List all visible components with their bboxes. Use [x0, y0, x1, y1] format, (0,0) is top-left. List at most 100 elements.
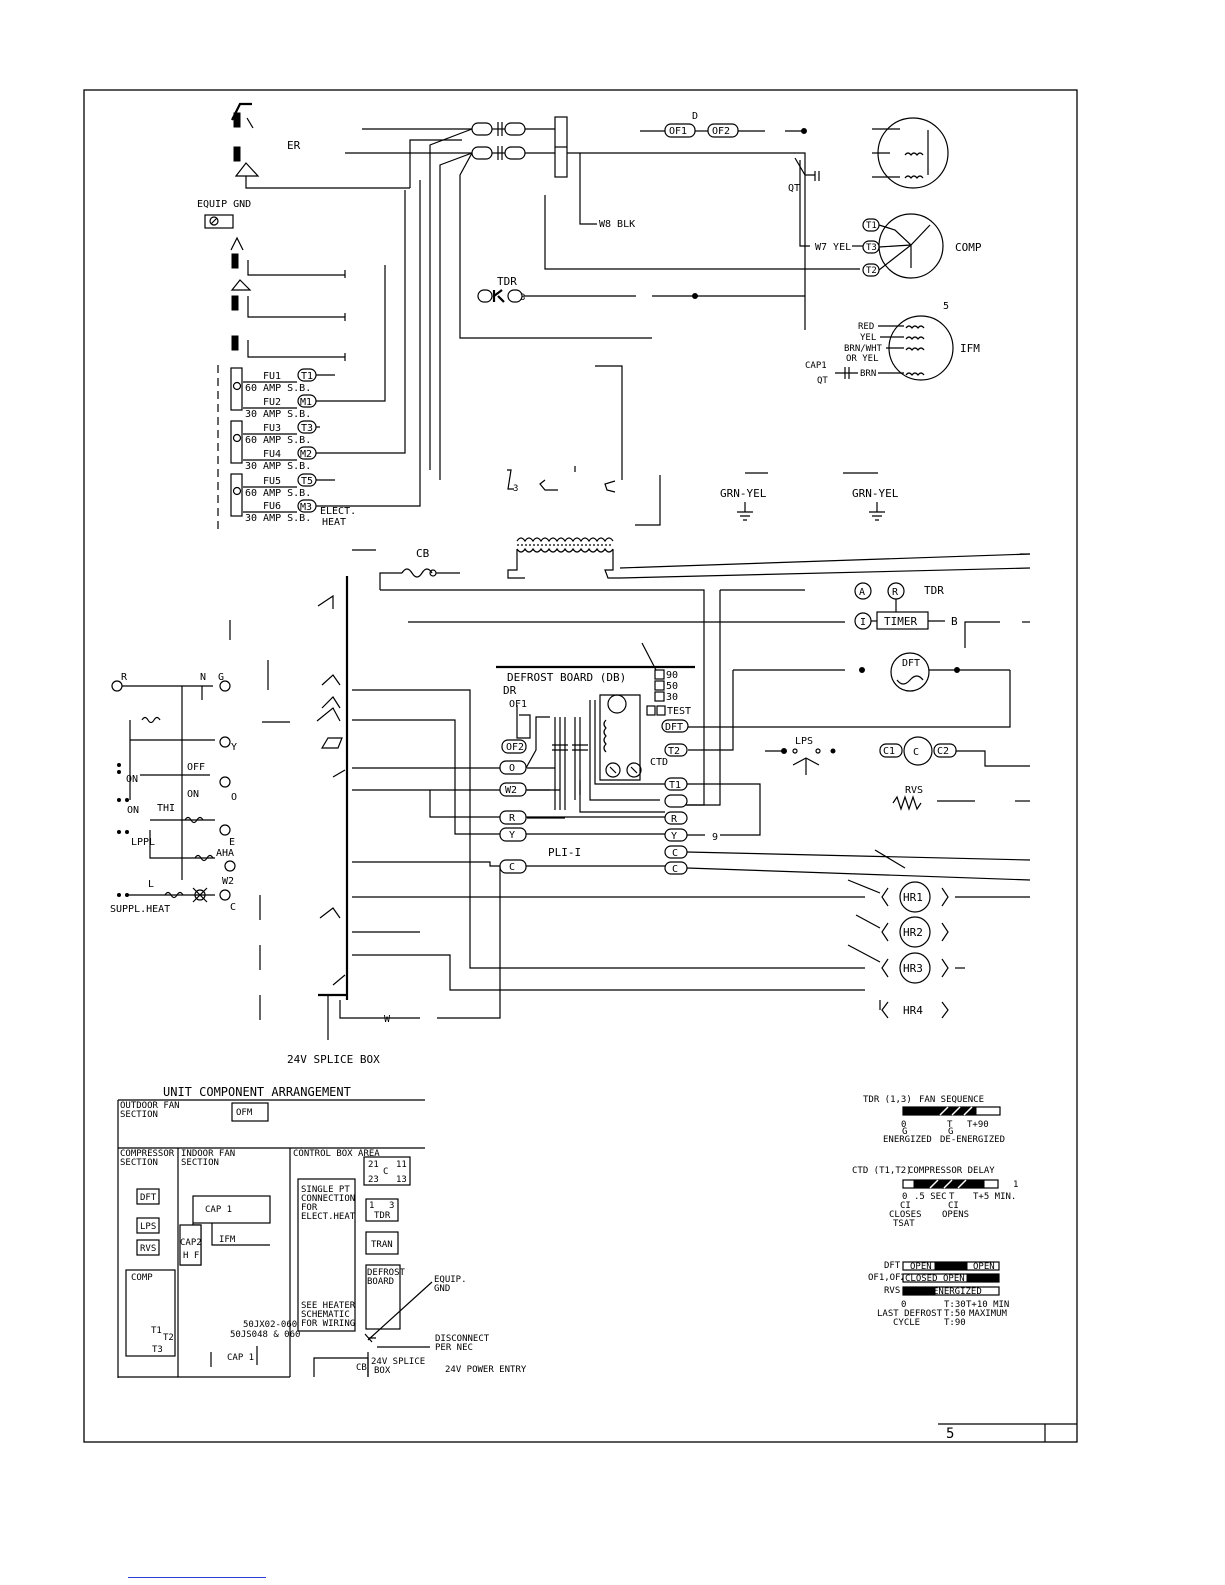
arr-splice-2: BOX: [374, 1366, 391, 1376]
dft-terminal: DFT: [665, 722, 683, 733]
arr-defrost-2: BOARD: [367, 1277, 394, 1287]
arr-c-11: 11: [396, 1160, 407, 1170]
ctd-t5: T+5 MIN.: [973, 1192, 1016, 1202]
suppl-heat-label: SUPPL.HEAT: [110, 904, 170, 915]
rvs-label: RVS: [905, 785, 923, 796]
right-components: LPS C C1 C2 RVS HR1 HR2 HR3 HR4: [765, 736, 1030, 1019]
arr-splice-1: 24V SPLICE: [371, 1357, 425, 1367]
tdr-t: T: [947, 1120, 953, 1130]
ctd-t: T: [949, 1192, 955, 1202]
indoor-section-label: SECTION: [181, 1158, 219, 1168]
tdr-timing-title: TDR (1,3): [863, 1095, 912, 1105]
dr-label: DR: [503, 684, 517, 697]
defrost-thermostat: [890, 652, 930, 692]
ctd-label: CTD: [650, 757, 668, 768]
fu6-label: FU6: [263, 501, 281, 512]
arr-t1: T1: [151, 1326, 162, 1336]
pli-label: PLI-I: [548, 846, 581, 859]
power-terminal-block: ER EQUIP GND: [197, 102, 410, 361]
of1-board: OF1: [509, 699, 527, 710]
outdoor-fan-label: OUTDOOR FAN: [120, 1101, 180, 1111]
term-r: R: [509, 813, 516, 824]
arr-tdr: TDR: [374, 1211, 391, 1221]
thi-label: THI: [157, 803, 175, 814]
tdr-b: B: [951, 615, 958, 628]
of2-board: OF2: [506, 742, 524, 753]
t2-board: T2: [668, 746, 680, 757]
ctd-sec: .5 SEC: [914, 1192, 947, 1202]
elect-label: ELECT.: [320, 506, 356, 517]
speed-30: 30: [666, 692, 678, 703]
arr-t3: T3: [152, 1345, 163, 1355]
dft-bar-closed: [934, 1261, 968, 1271]
tdr-g1: G: [902, 1127, 907, 1137]
footer-link-underline[interactable]: [128, 1577, 266, 1578]
hr1-label: HR1: [903, 891, 923, 904]
heat-label: HEAT: [322, 517, 346, 528]
lps-label: LPS: [795, 736, 813, 747]
tdr-a: A: [859, 587, 865, 598]
tdr-g2: G: [948, 1127, 953, 1137]
thermo-o: O: [231, 792, 237, 803]
tdr-deenergized: DE-ENERGIZED: [940, 1135, 1005, 1145]
wire-brnwht: BRN/WHT: [844, 344, 883, 354]
amp-30-label: 30 AMP S.B.: [245, 513, 311, 524]
indoor-fan-label: INDOOR FAN: [181, 1149, 235, 1159]
contactor-c: W8 BLK: [345, 116, 860, 480]
tdr-i: I: [860, 617, 866, 628]
control-box-label: CONTROL BOX AREA: [293, 1149, 380, 1159]
splice-connectors: [229, 620, 347, 1040]
arr-cap1-bottom: CAP 1: [227, 1353, 254, 1363]
thermostat: R N G Y OFF ON O ON ON THI E LPPL AHA W2…: [110, 672, 237, 915]
timing-charts: TDR (1,3) FAN SEQUENCE 0 T T+90 G G ENER…: [852, 1095, 1018, 1328]
terminal-t1: T1: [301, 371, 313, 382]
tdr-r: R: [892, 587, 899, 598]
amp-30-label: 30 AMP S.B.: [245, 461, 311, 472]
y-board: Y: [671, 831, 677, 842]
of1-label: OF1: [669, 126, 687, 137]
arr-single-1: SINGLE PT: [301, 1185, 350, 1195]
fuse-block: FU1 60 AMP S.B. FU2 30 AMP S.B. FU3 60 A…: [217, 180, 421, 530]
arr-ifm: IFM: [219, 1235, 236, 1245]
nine-label: 9: [712, 832, 718, 843]
transformer: [507, 537, 620, 579]
of-bar-open: [966, 1273, 1000, 1283]
arr-equip-2: GND: [434, 1284, 450, 1294]
arr-t2: T2: [163, 1333, 174, 1343]
defrost-board: DEFROST BOARD (DB) DR OF1 OF2 90 50 30 T…: [496, 642, 718, 875]
arr-comp: COMP: [131, 1273, 153, 1283]
arr-see-3: FOR WIRING: [301, 1319, 355, 1329]
unit-component-arrangement: UNIT COMPONENT ARRANGEMENT OUTDOOR FAN S…: [117, 1085, 527, 1378]
hr4-label: HR4: [903, 1004, 923, 1017]
arr-c-21: 21: [368, 1160, 379, 1170]
fu5-label: FU5: [263, 476, 281, 487]
thermo-c: C: [230, 902, 236, 913]
c-coil: C: [913, 747, 919, 758]
terminal-m1: M1: [300, 397, 312, 408]
rvs-t30: T:30: [944, 1300, 966, 1310]
arr-rvs: RVS: [140, 1244, 156, 1254]
grn-yel-1: GRN-YEL: [720, 487, 767, 500]
arr-hf: H F: [183, 1251, 199, 1261]
amp-60-label: 60 AMP S.B.: [245, 435, 311, 446]
outdoor-fan-circuit: D OF1 OF2 QT: [640, 111, 949, 247]
aha-label: AHA: [216, 848, 234, 859]
page-number: 5: [946, 1426, 954, 1442]
rvs-t90: T:90: [944, 1318, 966, 1328]
arr-defrost-1: DEFROST: [367, 1268, 406, 1278]
comp-t1: T1: [866, 221, 877, 231]
comp-t3: T3: [866, 243, 877, 253]
of-timing-label: OF1,OF2: [868, 1273, 906, 1283]
compressor-delay-title: COMPRESSOR DELAY: [908, 1166, 995, 1176]
cb-label: CB: [416, 547, 430, 560]
outdoor-section-label: SECTION: [120, 1110, 158, 1120]
arr-lps: LPS: [140, 1222, 156, 1232]
arr-cb: CB: [356, 1363, 367, 1373]
rvs-energized: ENERGIZED: [933, 1287, 982, 1297]
compressor-section-label-2: SECTION: [120, 1158, 158, 1168]
timer-label: TIMER: [884, 615, 917, 628]
terminal-m2: M2: [300, 449, 312, 460]
r-board: R: [671, 814, 678, 825]
terminal-t5: T5: [301, 476, 313, 487]
control-wiring: CB A R TDR I TIMER B DFT: [317, 547, 1030, 1000]
